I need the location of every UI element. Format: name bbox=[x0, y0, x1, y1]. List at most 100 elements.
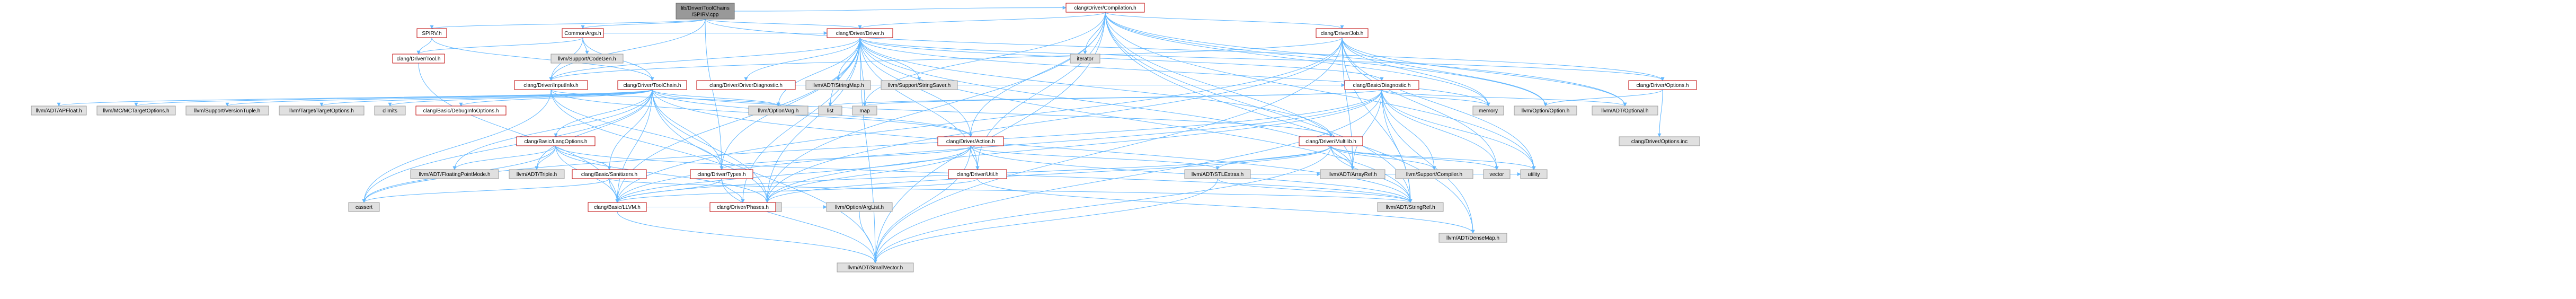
node-box bbox=[1320, 169, 1385, 179]
edge-n0-to-n3 bbox=[734, 6, 1067, 12]
edge-n7-to-n36 bbox=[765, 37, 860, 203]
node-box bbox=[279, 105, 365, 116]
edge-n14-to-n43 bbox=[362, 89, 1382, 203]
graph-node[interactable]: clang/Basic/Sanitizers.h bbox=[572, 169, 647, 179]
graph-node[interactable]: clang/Basic/DebugInfoOptions.h bbox=[415, 105, 507, 116]
node-label: clang/Basic/LLVM.h bbox=[594, 205, 641, 210]
node-box bbox=[416, 28, 447, 38]
edge-n7-to-n23 bbox=[776, 37, 860, 107]
node-box bbox=[1438, 233, 1507, 243]
graph-node[interactable]: SPIRV.h bbox=[416, 28, 447, 38]
graph-node[interactable]: clang/Driver/Phases.h bbox=[709, 202, 776, 212]
edge-n27-to-n49 bbox=[873, 145, 1331, 263]
edge-n34-to-n47 bbox=[609, 178, 1413, 203]
graph-node[interactable]: clang/Basic/LLVM.h bbox=[588, 202, 647, 212]
graph-node[interactable]: clang/Driver/Util.h bbox=[948, 169, 1007, 179]
edge-n7-to-n24 bbox=[828, 37, 860, 107]
node-box bbox=[550, 54, 624, 64]
edge-n7-to-n14 bbox=[859, 37, 1384, 81]
edge-n3-to-n26 bbox=[969, 12, 1106, 137]
node-label: llvm/Option/ArgList.h bbox=[835, 205, 884, 210]
graph-node: llvm/MC/MCTargetOptions.h bbox=[96, 105, 176, 116]
graph-node[interactable]: clang/Driver/ToolChain.h bbox=[617, 80, 687, 90]
graph-node[interactable]: CommonArgs.h bbox=[562, 28, 604, 38]
node-box bbox=[852, 105, 877, 116]
graph-node: memory bbox=[1472, 105, 1504, 116]
edge-n9-to-n10 bbox=[549, 37, 1343, 81]
edge-n37-to-n44 bbox=[615, 178, 978, 203]
edge-n26-to-n37 bbox=[970, 145, 980, 170]
graph-node[interactable]: clang/Basic/Diagnostic.h bbox=[1344, 80, 1419, 90]
node-box bbox=[1395, 169, 1473, 179]
graph-node: llvm/Support/CodeGen.h bbox=[550, 54, 624, 64]
node-box bbox=[1316, 28, 1369, 38]
node-box bbox=[948, 169, 1007, 179]
graph-node: cassert bbox=[348, 202, 380, 212]
node-box bbox=[1592, 105, 1658, 116]
edge-n14-to-n41 bbox=[1381, 89, 1499, 170]
node-box bbox=[514, 80, 588, 90]
node-label: clang/Driver/Util.h bbox=[957, 172, 999, 178]
edge-n35-to-n49 bbox=[721, 178, 877, 263]
edge-n0-to-n15 bbox=[705, 19, 1665, 81]
graph-node[interactable]: clang/Driver/Action.h bbox=[937, 136, 1004, 146]
edge-n38-to-n49 bbox=[873, 178, 1218, 263]
node-box bbox=[588, 202, 647, 212]
node-label: clang/Driver/DriverDiagnostic.h bbox=[709, 83, 783, 89]
graph-node: llvm/Support/StringSaver.h bbox=[881, 80, 958, 90]
graph-node: llvm/ADT/DenseMap.h bbox=[1438, 233, 1507, 243]
edge-n3-to-n30 bbox=[1105, 12, 1627, 107]
edge-n38-to-n47 bbox=[1217, 178, 1413, 203]
node-label: clang/Basic/DebugInfoOptions.h bbox=[423, 108, 499, 114]
edge-n14-to-n25 bbox=[863, 89, 1382, 107]
node-box bbox=[709, 202, 776, 212]
graph-node[interactable]: clang/Driver/Driver.h bbox=[827, 28, 893, 38]
edge-n7-to-n27 bbox=[859, 37, 1333, 137]
edge-n0-to-n1 bbox=[430, 19, 706, 29]
node-label: clang/Driver/Options.inc bbox=[1631, 139, 1687, 145]
edge-n10-to-n35 bbox=[550, 89, 724, 170]
graph-node[interactable]: clang/Driver/Tool.h bbox=[392, 54, 445, 64]
edge-n14-to-n28 bbox=[1381, 89, 1490, 107]
edge-n10-to-n43 bbox=[362, 89, 552, 203]
node-label: clang/Driver/Options.h bbox=[1637, 83, 1689, 89]
edge-n22-to-n36 bbox=[555, 145, 769, 203]
graph-node: llvm/ADT/APFloat.h bbox=[31, 105, 87, 116]
edge-n5-to-n18 bbox=[225, 89, 653, 107]
node-label: SPIRV.h bbox=[422, 31, 441, 37]
node-label: lib/Driver/ToolChains bbox=[681, 6, 730, 12]
node-label: utility bbox=[1528, 172, 1540, 178]
edge-n3-to-n25 bbox=[863, 12, 1106, 107]
edge-n7-to-n15 bbox=[859, 37, 1665, 81]
edge-n7-to-n35 bbox=[719, 37, 860, 170]
edge-n15-to-n31 bbox=[1657, 89, 1663, 137]
graph-node[interactable]: clang/Driver/DriverDiagnostic.h bbox=[696, 80, 796, 90]
node-label: llvm/Support/VersionTuple.h bbox=[194, 108, 261, 114]
edge-n7-to-n28 bbox=[859, 37, 1490, 107]
graph-node: vector bbox=[1483, 169, 1511, 179]
node-label: climits bbox=[383, 108, 397, 114]
node-box bbox=[1483, 169, 1511, 179]
edge-n7-to-n11 bbox=[744, 37, 860, 81]
edge-n1-to-n5 bbox=[431, 37, 654, 81]
graph-node[interactable]: clang/Driver/Compilation.h bbox=[1065, 3, 1145, 13]
graph-node[interactable]: clang/Driver/InputInfo.h bbox=[514, 80, 588, 90]
node-box bbox=[1344, 80, 1419, 90]
node-box bbox=[837, 262, 914, 272]
node-label: clang/Driver/Types.h bbox=[697, 172, 745, 178]
graph-node: llvm/ADT/FloatingPointMode.h bbox=[410, 169, 499, 179]
edge-n5-to-n19 bbox=[319, 89, 653, 107]
edge-n14-to-n49 bbox=[873, 89, 1382, 263]
node-box bbox=[348, 202, 380, 212]
edge-n10-to-n36 bbox=[550, 89, 769, 203]
node-box bbox=[748, 105, 809, 116]
graph-node[interactable]: clang/Driver/Types.h bbox=[690, 169, 753, 179]
graph-node[interactable]: clang/Driver/Multilib.h bbox=[1299, 136, 1363, 146]
graph-node[interactable]: clang/Basic/LangOptions.h bbox=[516, 136, 596, 146]
graph-node[interactable]: clang/Driver/Job.h bbox=[1316, 28, 1369, 38]
graph-node[interactable]: clang/Driver/Options.h bbox=[1628, 80, 1697, 90]
edge-n27-to-n42 bbox=[1330, 145, 1536, 170]
edge-n26-to-n35 bbox=[719, 145, 971, 170]
